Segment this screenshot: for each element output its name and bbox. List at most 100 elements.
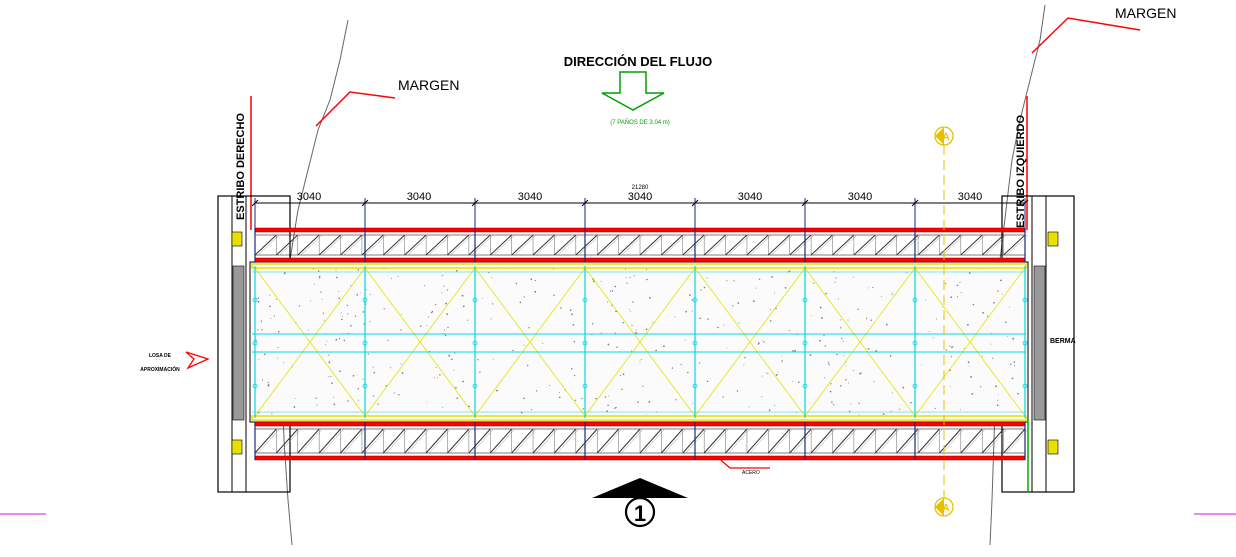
truss-diagonal-shadow — [792, 428, 815, 454]
concrete-speckle — [322, 312, 325, 314]
truss-diagonal — [618, 428, 641, 454]
concrete-speckle — [270, 317, 272, 319]
dimension-5: 3040 — [738, 191, 762, 203]
concrete-speckle — [921, 364, 922, 366]
concrete-speckle — [945, 349, 947, 351]
concrete-speckle — [967, 323, 969, 326]
truss-diagonal — [596, 234, 619, 256]
concrete-speckle — [629, 311, 631, 312]
concrete-speckle — [629, 308, 631, 310]
truss-diagonal-shadow — [813, 428, 836, 454]
truss-band-top — [254, 227, 1029, 263]
right-bearing-2 — [1047, 439, 1059, 455]
concrete-speckle — [542, 343, 544, 345]
concrete-speckle — [549, 384, 551, 387]
concrete-speckle — [758, 344, 760, 346]
concrete-speckle — [858, 414, 860, 416]
concrete-speckle — [258, 359, 260, 361]
truss-diagonal-shadow — [257, 234, 280, 256]
truss-diagonal — [832, 428, 855, 454]
connection-node — [912, 340, 918, 346]
concrete-speckle — [837, 298, 839, 300]
concrete-speckle — [744, 356, 746, 359]
concrete-speckle — [271, 413, 273, 415]
concrete-speckle — [932, 337, 934, 339]
truss-diagonal — [532, 234, 555, 256]
concrete-speckle — [959, 281, 961, 283]
right-abutment-hatch — [1033, 265, 1046, 421]
losa-arrow-icon — [185, 351, 210, 370]
concrete-speckle — [868, 287, 870, 289]
section-1-circle — [624, 496, 656, 528]
truss-diagonal-shadow — [792, 234, 815, 256]
concrete-speckle — [757, 342, 760, 344]
concrete-speckle — [443, 285, 445, 287]
truss-diagonal — [639, 234, 662, 256]
dimension-slash — [471, 199, 479, 207]
concrete-speckle — [928, 331, 930, 333]
concrete-speckle — [1010, 363, 1012, 366]
concrete-speckle — [995, 385, 997, 388]
concrete-speckle — [527, 364, 529, 367]
truss-diagonal — [297, 428, 320, 454]
truss-diagonal-shadow — [450, 428, 473, 454]
truss-diagonal — [810, 428, 833, 454]
concrete-speckle — [774, 292, 775, 294]
truss-diagonal-shadow — [813, 234, 836, 256]
truss-diagonal-shadow — [899, 428, 922, 454]
truss-diagonal — [575, 428, 598, 454]
concrete-speckle — [819, 306, 822, 309]
concrete-speckle — [377, 403, 379, 405]
truss-diagonal-shadow — [428, 234, 451, 256]
truss-diagonal — [468, 428, 491, 454]
concrete-speckle — [752, 300, 755, 302]
concrete-speckle — [839, 327, 842, 329]
truss-diagonal-shadow — [279, 428, 301, 454]
truss-diagonal-shadow — [343, 428, 366, 454]
concrete-speckle — [748, 406, 750, 408]
concrete-speckle — [768, 409, 771, 412]
truss-diagonal — [468, 234, 491, 256]
truss-diagonal-shadow — [749, 428, 772, 454]
truss-diagonal-shadow — [942, 234, 965, 256]
left-abutment-hatch — [232, 265, 245, 421]
concrete-speckle — [324, 319, 325, 321]
concrete-speckle — [733, 280, 735, 282]
truss-diagonal-shadow — [321, 428, 344, 454]
estribo-izquierdo-label: ESTRIBO IZQUIERDO — [1015, 114, 1027, 228]
concrete-speckle — [652, 321, 654, 323]
concrete-speckle — [891, 392, 893, 394]
truss-diagonal-shadow — [386, 234, 408, 256]
concrete-speckle — [320, 291, 322, 293]
concrete-speckle — [435, 303, 437, 306]
concrete-speckle — [267, 381, 269, 383]
concrete-speckle — [492, 358, 494, 360]
concrete-speckle — [882, 413, 885, 415]
concrete-speckle — [1013, 361, 1016, 363]
concrete-speckle — [619, 374, 621, 376]
concrete-speckle — [451, 358, 453, 360]
concrete-speckle — [447, 326, 449, 329]
concrete-speckle — [825, 292, 827, 295]
concrete-speckle — [523, 344, 525, 346]
concrete-speckle — [829, 390, 832, 393]
concrete-speckle — [646, 269, 648, 271]
concrete-speckle — [490, 318, 492, 320]
concrete-speckle — [821, 317, 823, 319]
concrete-speckle — [788, 270, 791, 273]
truss-diagonal-shadow — [557, 428, 580, 454]
concrete-speckle — [611, 290, 614, 292]
margen-label-right: MARGEN — [1115, 5, 1176, 21]
concrete-speckle — [530, 409, 532, 411]
left-bearing-2 — [231, 439, 243, 455]
concrete-speckle — [343, 339, 346, 342]
concrete-speckle — [792, 380, 794, 382]
connection-node — [692, 383, 698, 389]
concrete-speckle — [383, 308, 385, 310]
concrete-speckle — [997, 399, 999, 401]
truss-diagonal-shadow — [578, 234, 601, 256]
truss-diagonal — [789, 428, 812, 454]
concrete-speckle — [340, 311, 342, 313]
concrete-speckle — [853, 370, 854, 372]
concrete-speckle — [860, 372, 862, 374]
